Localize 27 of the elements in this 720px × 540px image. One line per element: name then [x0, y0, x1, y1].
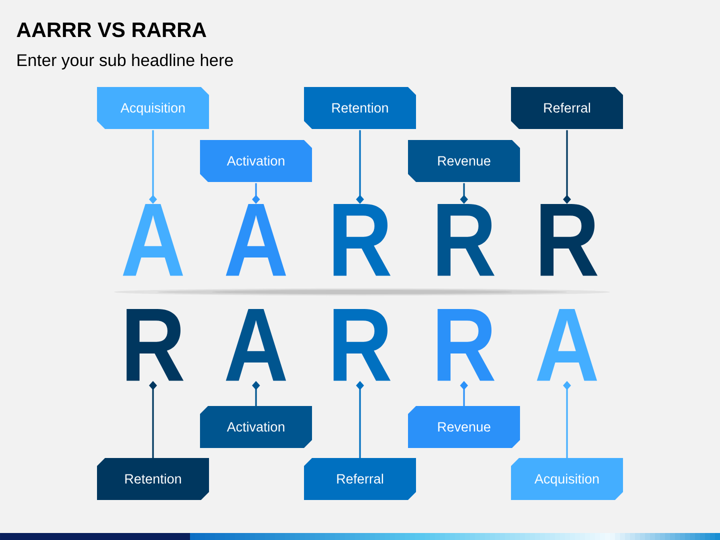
big-letter: R — [438, 204, 495, 276]
big-letter: R — [438, 309, 495, 381]
stage-label-box: Retention — [304, 87, 416, 129]
big-letter: A — [122, 204, 184, 276]
connector-line — [356, 381, 364, 459]
connector-line — [460, 381, 468, 407]
stage-label-box: Acquisition — [511, 458, 623, 500]
big-letter: A — [226, 204, 286, 276]
big-letter: R — [334, 204, 391, 276]
stage-label-box: Acquisition — [97, 87, 209, 129]
big-letter: R — [540, 204, 598, 276]
stage-label-box: Referral — [304, 458, 416, 500]
subtitle: Enter your sub headline here — [18, 54, 233, 70]
big-letter: R — [126, 309, 184, 381]
stage-label-box: Retention — [97, 458, 209, 500]
stage-label-box: Revenue — [408, 406, 520, 448]
big-letter: R — [334, 309, 391, 381]
stage-label-box: Activation — [200, 406, 312, 448]
connector-line — [563, 381, 571, 459]
connector-line — [149, 381, 157, 459]
stage-label-box: Activation — [200, 140, 312, 182]
stage-label-box: Revenue — [408, 140, 520, 182]
big-letter: A — [226, 309, 286, 381]
title: AARRR VS RARRA — [16, 22, 206, 38]
big-letter: A — [536, 309, 598, 381]
connector-line — [252, 381, 260, 407]
stage-label-box: Referral — [511, 87, 623, 129]
